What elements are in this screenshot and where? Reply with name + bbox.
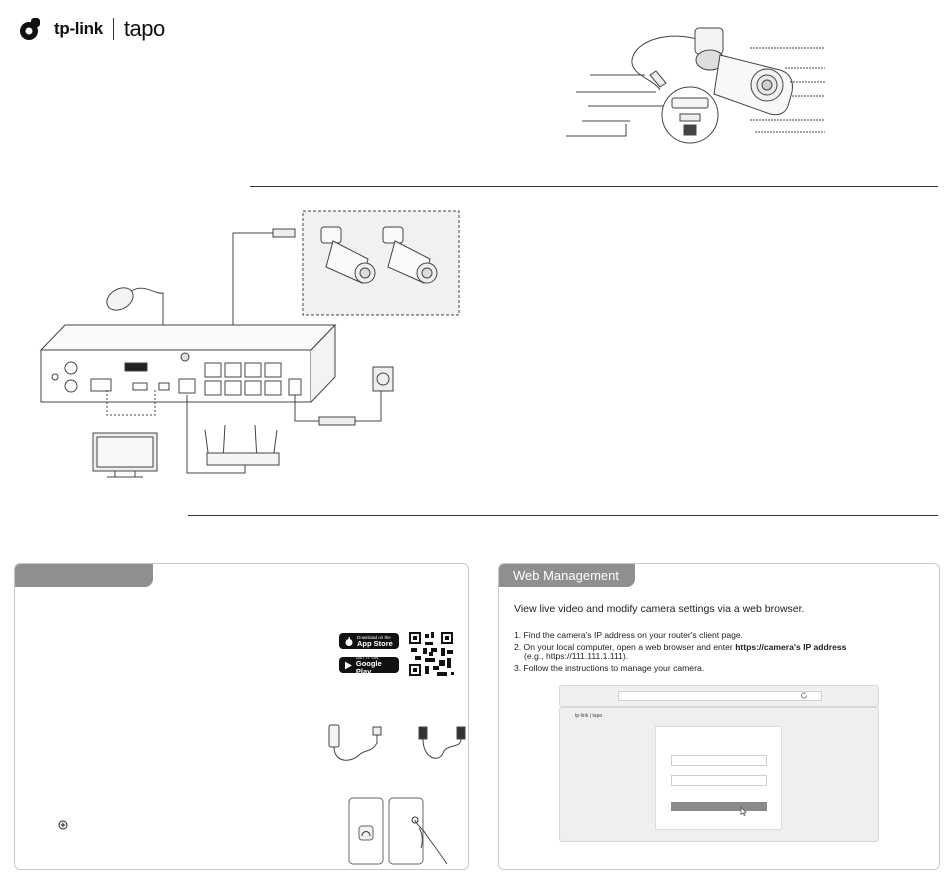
mouse-icon [106,287,164,325]
google-play-small-text: GET IT ON [355,654,379,660]
step-2: 2. On your local computer, open a web br… [514,642,846,653]
phone-icon [388,797,448,865]
camera-icon [320,226,376,284]
qr-code-icon[interactable] [407,630,455,678]
browser-toolbar [559,685,879,707]
tp-link-tapo-logo: tp-link tapo [18,14,165,44]
step-1-text: 1. Find the camera's IP address on your … [514,630,744,640]
step-3: 3. Follow the instructions to manage you… [514,663,704,674]
step-2-example-text: (e.g., https://111.111.1.111). [524,651,629,661]
logo-tapo-text: tapo [123,16,165,41]
app-setup-panel: Download on the App Store GET IT ON Goog… [14,563,469,870]
accessories-illustration [328,724,466,761]
section-divider-1 [250,186,938,187]
phones-illustration [348,797,448,865]
cursor-icon [740,807,747,816]
app-store-small-text: Download on the [357,634,391,640]
login-field-2[interactable] [671,775,767,786]
nvr-connection-diagram [39,210,460,478]
logo-brand-text: tp-link [54,19,103,38]
router-icon [186,395,280,474]
apple-icon [345,636,353,646]
step-3-text: 3. Follow the instructions to manage you… [514,663,705,673]
login-button[interactable] [671,802,767,811]
address-bar[interactable] [618,691,822,701]
web-management-tab: Web Management [499,564,635,587]
section-divider-2 [188,515,938,516]
refresh-icon[interactable] [800,691,808,700]
browser-page: tp-link | tapo [559,707,879,842]
login-field-1[interactable] [671,755,767,766]
step-2-url: https://camera's IP address [735,642,847,652]
power-adapter-icon [328,724,382,761]
camera-diagram [566,27,825,144]
phone-icon [348,797,384,865]
network-cable-icon [418,726,466,759]
google-play-badge[interactable]: GET IT ON Google Play [339,654,399,676]
app-setup-tab [15,564,153,587]
web-management-lead: View live video and modify camera settin… [514,603,805,615]
step-1: 1. Find the camera's IP address on your … [514,630,743,641]
monitor-icon [92,390,158,478]
camera-icon [382,226,438,284]
app-store-large-text: App Store [357,638,393,648]
step-2-example: (e.g., https://111.111.1.111). [524,651,628,662]
google-play-icon [345,661,352,669]
login-card [655,726,782,830]
power-outlet-icon [294,366,394,426]
google-play-large-text: Google Play [355,658,382,676]
add-device-icon [58,820,68,830]
tp-link-logo-icon [20,18,40,40]
logo-divider [112,18,114,40]
app-store-badge[interactable]: Download on the App Store [339,633,399,649]
step-2-text: 2. On your local computer, open a web br… [514,642,736,652]
web-management-panel: Web Management View live video and modif… [498,563,940,870]
browser-logo: tp-link | tapo [575,713,603,719]
